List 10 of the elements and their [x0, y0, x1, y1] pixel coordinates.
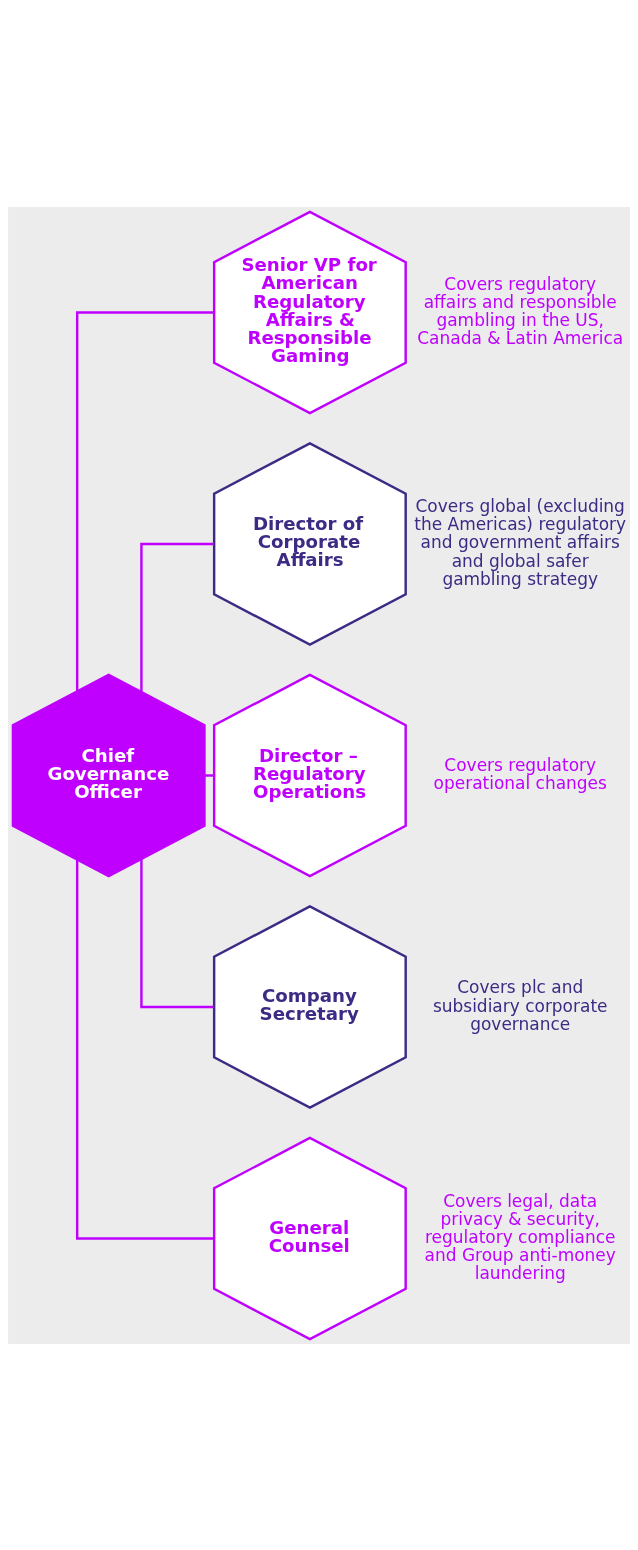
node-label: Covers global (excluding the Americas) regulatory and government affairs and global safer gambling strategy — [414, 495, 627, 589]
node-label: Covers legal, data privacy & security, regulatory compliance and Group anti-money laundering — [424, 1190, 616, 1283]
connector — [140, 858, 214, 1008]
connector — [204, 773, 214, 777]
connector — [75, 859, 214, 1240]
node-label: Covers regulatory affairs and responsible gambling in the US, Canada & Latin America — [417, 273, 624, 348]
connector — [140, 542, 214, 692]
connector — [75, 310, 214, 691]
node-label: Covers plc and subsidiary corporate governance — [432, 976, 608, 1034]
node-label: Covers regulatory operational changes — [433, 754, 607, 793]
